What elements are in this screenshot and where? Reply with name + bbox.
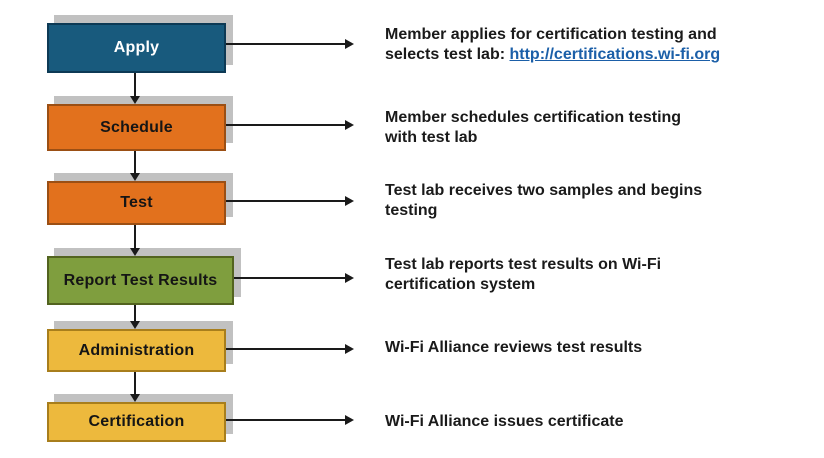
step-box-schedule: Schedule [47,104,226,151]
description-line: Member schedules certification testing [385,109,682,126]
step-box-administration: Administration [47,329,226,372]
description-line: selects test lab: http://certifications.… [385,45,815,65]
down-arrow [130,73,140,104]
down-arrow [130,305,140,329]
step-label: Report Test Results [63,271,218,289]
description-line: with test lab [385,129,478,146]
step-description-certification: Wi-Fi Alliance issues certificate [385,412,815,432]
down-arrow [130,372,140,402]
right-arrow [226,415,354,425]
description-line-prefix: selects test lab: [385,46,510,63]
description-line: Wi-Fi Alliance issues certificate [385,413,624,430]
step-box-test: Test [47,181,226,225]
step-label: Test [120,194,153,211]
step-label: Certification [88,413,185,430]
description-line: Test lab reports test results on Wi-Fi [385,256,662,273]
step-description-administration: Wi-Fi Alliance reviews test results [385,338,815,358]
down-arrow [130,151,140,181]
description-line: testing [385,202,438,219]
step-description-apply: Member applies for certification testing… [385,25,815,65]
step-description-test: Test lab receives two samples and begins… [385,181,815,221]
step-label: Administration [78,341,195,359]
right-arrow [226,196,354,206]
step-label: Schedule [100,118,173,136]
description-line: Test lab receives two samples and begins [385,182,703,199]
step-box-certification: Certification [47,402,226,442]
step-description-report: Test lab reports test results on Wi-Fi c… [385,255,815,295]
description-line: Member applies for certification testing… [385,26,717,43]
right-arrow [226,39,354,49]
right-arrow [234,273,354,283]
step-description-schedule: Member schedules certification testing w… [385,108,815,148]
certifications-link[interactable]: http://certifications.wi-fi.org [509,46,721,63]
right-arrow [226,344,354,354]
down-arrow [130,225,140,256]
step-label: Apply [113,39,160,56]
right-arrow [226,120,354,130]
step-box-apply: Apply [47,23,226,73]
step-box-report-test-results: Report Test Results [47,256,234,305]
description-line: certification system [385,276,536,293]
description-line: Wi-Fi Alliance reviews test results [385,339,643,356]
